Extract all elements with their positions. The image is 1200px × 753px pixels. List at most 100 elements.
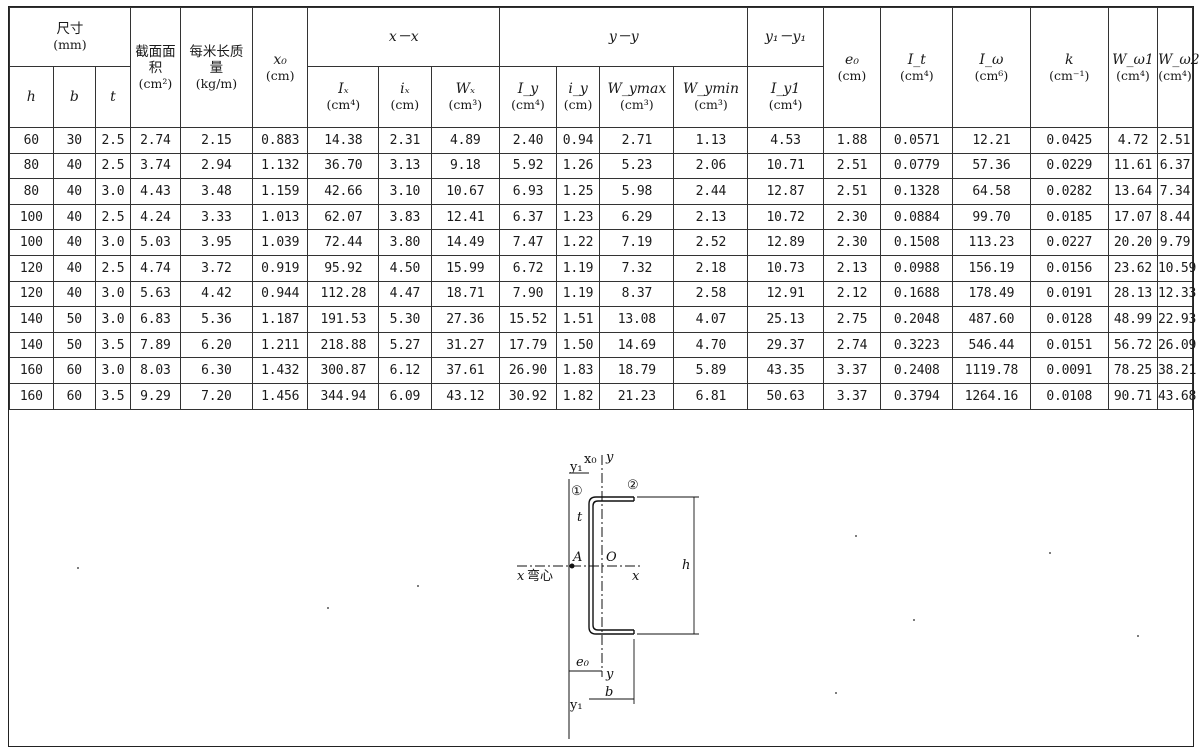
cell-It: 0.0988 [880, 254, 954, 282]
cell-b: 40 [52, 254, 97, 282]
cell-b: 40 [52, 152, 97, 180]
cell-It: 0.2048 [880, 306, 954, 333]
h-dimension [637, 496, 699, 635]
header-Iy1: I_y1(cm⁴) [747, 66, 824, 128]
cell-Iw: 178.49 [952, 280, 1031, 308]
cell-iy: 1.25 [555, 178, 601, 205]
cell-Wymin: 2.58 [673, 280, 749, 308]
cell-Ix: 344.94 [307, 382, 380, 410]
cell-t: 2.5 [95, 203, 131, 231]
cell-Wymax: 14.69 [599, 331, 675, 359]
cell-Wymax: 5.23 [599, 152, 675, 180]
cell-Iy1: 10.73 [747, 254, 824, 282]
cell-Wymin: 2.52 [673, 229, 749, 256]
cell-e0: 2.75 [822, 306, 882, 333]
cell-Wx: 4.89 [430, 127, 501, 154]
channel-section-figure: y₁ x₀ y ① ② t A O x 弯心 x h e₀ y y₁ b [517, 450, 699, 739]
cell-area: 4.43 [129, 178, 181, 205]
cell-Ww2: 43.68 [1157, 382, 1196, 410]
cell-Ww2: 9.79 [1157, 229, 1193, 256]
cell-It: 0.2408 [880, 357, 954, 384]
cell-Iw: 12.21 [952, 127, 1031, 154]
cell-x0: 1.159 [251, 178, 309, 205]
cell-It: 0.1508 [880, 229, 954, 256]
cell-h: 160 [9, 382, 54, 410]
cell-Ww1: 28.13 [1107, 280, 1159, 308]
cell-mass: 3.48 [179, 178, 253, 205]
cell-ix: 3.10 [378, 178, 432, 205]
cell-Ww1: 48.99 [1107, 306, 1159, 333]
header-area: 截面面积(cm²) [129, 7, 181, 128]
cell-Iy: 7.90 [499, 280, 557, 308]
scan-speck [77, 567, 79, 569]
cell-k: 0.0229 [1029, 152, 1109, 180]
cell-ix: 6.12 [378, 357, 432, 384]
cell-Iy1: 10.71 [747, 152, 824, 180]
cell-h: 140 [9, 306, 54, 333]
cell-Wx: 37.61 [430, 357, 501, 384]
cell-It: 0.1328 [880, 178, 954, 205]
cell-Iy: 17.79 [499, 331, 557, 359]
cell-ix: 4.50 [378, 254, 432, 282]
cell-area: 9.29 [129, 382, 181, 410]
cell-ix: 6.09 [378, 382, 432, 410]
cell-t: 3.0 [95, 306, 131, 333]
cell-Iy1: 12.89 [747, 229, 824, 256]
cell-Iy: 30.92 [499, 382, 557, 410]
cell-Ix: 218.88 [307, 331, 380, 359]
header-group-xx: x－x [307, 7, 501, 67]
cell-Ww2: 38.21 [1157, 357, 1196, 384]
cell-Iy1: 10.72 [747, 203, 824, 231]
cell-Wymin: 4.70 [673, 331, 749, 359]
header-group-yy: y－y [499, 7, 749, 67]
cell-x0: 1.456 [251, 382, 309, 410]
cell-Iw: 546.44 [952, 331, 1031, 359]
scan-speck [913, 619, 915, 621]
cell-mass: 3.72 [179, 254, 253, 282]
cell-Ww1: 17.07 [1107, 203, 1159, 231]
cell-b: 60 [52, 382, 97, 410]
label-y1-bottom: y₁ [569, 698, 583, 713]
cell-iy: 1.19 [555, 254, 601, 282]
cell-e0: 2.74 [822, 331, 882, 359]
cell-Iw: 113.23 [952, 229, 1031, 256]
header-Ww2: W_ω2(cm⁴) [1157, 7, 1200, 128]
cell-Ww1: 23.62 [1107, 254, 1159, 282]
header-t: t [95, 66, 131, 128]
cell-Iy: 2.40 [499, 127, 557, 154]
cell-Iy1: 25.13 [747, 306, 824, 333]
cell-Wymax: 7.19 [599, 229, 675, 256]
cell-h: 100 [9, 203, 54, 231]
cell-Iw: 1119.78 [952, 357, 1031, 384]
cell-Ix: 42.66 [307, 178, 380, 205]
label-h: h [682, 558, 690, 573]
label-b: b [605, 685, 613, 700]
cell-Iy: 7.47 [499, 229, 557, 256]
cell-ix: 4.47 [378, 280, 432, 308]
scan-speck [1049, 552, 1051, 554]
cell-Iy: 26.90 [499, 357, 557, 384]
cell-t: 3.0 [95, 229, 131, 256]
cell-Ix: 300.87 [307, 357, 380, 384]
cell-Wx: 10.67 [430, 178, 501, 205]
cell-area: 6.83 [129, 306, 181, 333]
label-A: A [572, 550, 582, 565]
header-Iy: I_y(cm⁴) [499, 66, 557, 128]
cell-Wymin: 2.06 [673, 152, 749, 180]
cell-Iy1: 43.35 [747, 357, 824, 384]
header-iy: i_y(cm) [555, 66, 601, 128]
cell-iy: 1.19 [555, 280, 601, 308]
cell-mass: 6.30 [179, 357, 253, 384]
cell-k: 0.0108 [1029, 382, 1109, 410]
cell-iy: 1.83 [555, 357, 601, 384]
cell-e0: 3.37 [822, 357, 882, 384]
cell-Wx: 31.27 [430, 331, 501, 359]
cell-Wymin: 2.13 [673, 203, 749, 231]
cell-Wymax: 8.37 [599, 280, 675, 308]
cell-e0: 3.37 [822, 382, 882, 410]
cell-Wymax: 2.71 [599, 127, 675, 154]
cell-x0: 0.883 [251, 127, 309, 154]
header-Wx: Wₓ(cm³) [430, 66, 501, 128]
cell-b: 40 [52, 280, 97, 308]
